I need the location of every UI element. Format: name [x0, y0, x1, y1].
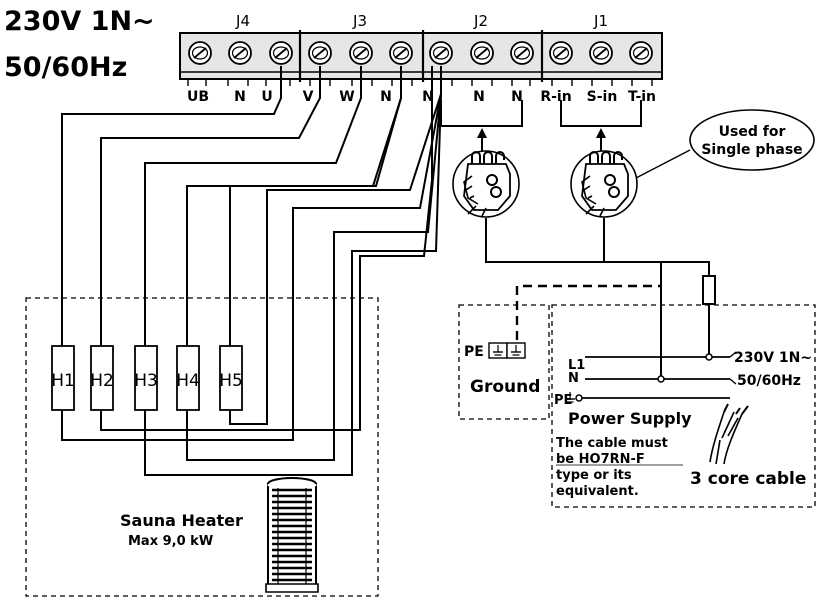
screw-terminal-j2-n2: [470, 41, 494, 65]
terminal-label-j2-n3: N: [511, 89, 523, 105]
heater-element-h1: H1: [51, 371, 75, 391]
screw-terminal-s-in: [589, 41, 613, 65]
terminal-label-s-in: S-in: [587, 89, 618, 105]
screw-terminal-v: [308, 41, 332, 65]
terminal-label-j3-n: N: [380, 89, 392, 105]
jumper-j2: [440, 100, 523, 127]
supply-wires: [485, 218, 716, 379]
arrow-head-j1: [596, 128, 606, 138]
callout-line1: Used for: [719, 124, 786, 140]
supply-l1-label: L1: [568, 358, 585, 373]
screw-terminal-r-in: [549, 41, 573, 65]
heater-elements: [51, 345, 243, 411]
cable-note-line1: The cable must: [556, 436, 668, 451]
arrow-head-j2: [477, 128, 487, 138]
terminal-label-v: V: [303, 89, 314, 105]
wire-h1: [61, 66, 282, 346]
junction-n: [657, 375, 665, 383]
block-label-j1: J1: [593, 12, 608, 30]
ground-box: [458, 304, 550, 420]
heater-element-h5: H5: [219, 371, 243, 391]
heater-element-h3: H3: [134, 371, 158, 391]
supply-frequency: 50/60Hz: [737, 373, 801, 389]
plug-connector-icon: [570, 150, 638, 218]
junction-l1: [705, 353, 713, 361]
title-frequency: 50/60Hz: [4, 52, 127, 83]
heater-box: [25, 297, 379, 597]
jumper-j1: [560, 100, 642, 127]
supply-n-label: N: [568, 371, 579, 386]
callout-bubble: [689, 109, 815, 171]
screw-terminal-j2-n1: [429, 41, 453, 65]
terminal-strip: [179, 30, 663, 86]
supply-lines: [576, 356, 730, 399]
screw-terminal-u: [269, 41, 293, 65]
screw-terminal-j2-n3: [510, 41, 534, 65]
callout-line2: Single phase: [701, 142, 802, 158]
terminal-label-ub: UB: [187, 89, 209, 105]
terminal-label-t-in: T-in: [628, 89, 656, 105]
cable-label: 3 core cable: [690, 469, 806, 489]
terminal-label-r-in: R-in: [540, 89, 571, 105]
power-supply-title: Power Supply: [568, 409, 692, 428]
heater-name: Sauna Heater: [120, 511, 243, 530]
ground-pe-label: PE: [464, 344, 484, 360]
heater-element-h4: H4: [176, 371, 200, 391]
block-label-j4: J4: [235, 12, 250, 30]
heater-wires: [61, 66, 442, 476]
block-label-j3: J3: [352, 12, 367, 30]
heater-coil-icon: [265, 477, 319, 593]
callout-pointer: [635, 149, 691, 179]
ground-link: [515, 284, 661, 340]
ground-label: Ground: [470, 377, 540, 397]
screw-terminal-j4-n: [228, 41, 252, 65]
plug-connector-icon: [452, 150, 520, 218]
cable-note-line4: equivalent.: [556, 484, 639, 499]
power-supply-box: [551, 304, 816, 508]
junction-pe: [575, 394, 583, 402]
cable-note-line3: type or its: [556, 468, 632, 483]
supply-voltage: 230V 1N~: [734, 350, 812, 366]
cable-icon: [709, 403, 749, 465]
terminal-label-j4-n: N: [234, 89, 246, 105]
title-voltage: 230V 1N~: [4, 6, 155, 37]
screw-terminal-w: [349, 41, 373, 65]
terminal-label-w: W: [339, 89, 354, 105]
terminal-label-j2-n1: N: [422, 89, 434, 105]
screw-terminal-ub: [188, 41, 212, 65]
block-label-j2: J2: [473, 12, 488, 30]
screw-terminal-t-in: [629, 41, 653, 65]
screw-terminal-j3-n: [389, 41, 413, 65]
supply-pe-label: PE: [554, 393, 572, 408]
heater-rating: Max 9,0 kW: [128, 534, 213, 549]
heater-element-h2: H2: [90, 371, 114, 391]
terminal-label-u: U: [261, 89, 272, 105]
terminal-label-j2-n2: N: [473, 89, 485, 105]
cable-note-line2: be HO7RN-F: [556, 452, 645, 467]
